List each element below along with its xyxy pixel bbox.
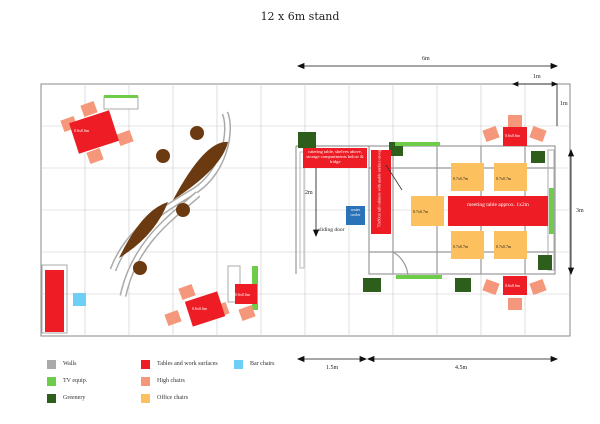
tv-screen: [104, 95, 138, 98]
office-chair: [494, 163, 527, 191]
dim-label: 4.5m: [455, 365, 468, 371]
sliding-door-label: sliding door: [318, 227, 345, 233]
dim-label: 6m: [422, 56, 430, 62]
legend-label: Office chairs: [157, 395, 189, 401]
plant: [531, 151, 545, 163]
legend-swatch: [47, 360, 56, 369]
meeting-table-label: meeting table approx. 1x2m: [467, 202, 529, 208]
round-stool: [133, 261, 147, 275]
high-table-label: 0.6x0.6m: [505, 283, 521, 288]
dim-label: 1.5m: [326, 365, 339, 371]
seat-label: 0.7x0.7m: [496, 244, 512, 249]
office-chair: [451, 231, 484, 259]
high-chair: [164, 309, 182, 327]
office-chair: [411, 196, 444, 226]
high-table: [503, 127, 527, 146]
high-table: [235, 284, 257, 304]
plant: [298, 132, 316, 148]
dim-label: 1m: [533, 74, 541, 80]
page-title: 12 x 6m stand: [260, 10, 340, 23]
high-chair: [178, 283, 196, 301]
dim-label: 3m: [576, 208, 584, 214]
seat-label: 0.7x0.7m: [453, 244, 469, 249]
tv-stand: [103, 96, 139, 110]
high-table-label: 0.6x0.6m: [74, 128, 90, 133]
legend-label: Tables and work surfaces: [157, 361, 218, 367]
round-stool: [156, 149, 170, 163]
high-table: [503, 276, 527, 295]
legend-swatch: [47, 377, 56, 386]
plant: [538, 255, 552, 270]
meeting-table: [448, 196, 548, 226]
tall-cabinet: [371, 150, 391, 234]
high-table: [184, 291, 226, 327]
legend-label: High chairs: [157, 378, 185, 384]
seat-label: 0.7x0.7m: [453, 176, 469, 181]
legend-swatch: [47, 394, 56, 403]
legend-label: TV equip.: [63, 378, 88, 384]
catering-label: catering table, shelves above, storage c…: [306, 149, 364, 164]
dim-label: 1m: [560, 101, 568, 107]
high-chair: [529, 278, 547, 296]
round-stool: [176, 203, 190, 217]
legend-swatch: [234, 360, 243, 369]
legend-label: Greenery: [63, 395, 86, 401]
seat-label: 0.7x0.7m: [496, 176, 512, 181]
water-cooler-label: water cooler: [350, 207, 361, 217]
round-stool: [190, 126, 204, 140]
bar-counter-frame: [41, 264, 68, 334]
high-chair: [508, 298, 522, 310]
high-chair: [238, 304, 256, 322]
legend-label: Bar chairs: [250, 361, 275, 367]
high-chair: [508, 115, 522, 127]
bar-chair: [73, 293, 86, 306]
legend-swatch: [141, 360, 150, 369]
bar-counter: [45, 270, 64, 332]
high-table-label: 0.6x0.6m: [192, 306, 208, 311]
catering-table: [303, 148, 367, 168]
cabinet-label: 70x80cm tall cabinets with usable surfac…: [376, 149, 382, 228]
tv-screen: [549, 188, 554, 234]
high-table-label: 0.6x0.6m: [235, 292, 251, 297]
office-chair: [494, 231, 527, 259]
high-table-label: 0.6x0.6m: [505, 133, 521, 138]
legend-swatch: [141, 377, 150, 386]
water-cooler: [346, 206, 365, 225]
office-chair: [451, 163, 484, 191]
high-chair: [116, 129, 134, 147]
plant: [455, 278, 471, 292]
leaf-table-lower: [119, 202, 168, 258]
sliding-door-panel: [299, 151, 305, 269]
legend-label: Walls: [63, 361, 77, 367]
seat-label: 0.7x0.7m: [413, 209, 429, 214]
high-chair: [86, 147, 104, 165]
dim-label: 2m: [305, 190, 313, 196]
tv-screen: [395, 142, 440, 146]
leaf-table-upper: [173, 141, 228, 200]
legend-swatch: [141, 394, 150, 403]
dimension-lines: [296, 62, 575, 363]
high-chair: [482, 278, 500, 296]
tv-screen: [396, 275, 442, 279]
high-chair: [80, 100, 98, 118]
high-chair: [529, 125, 547, 143]
high-table: [69, 110, 119, 154]
high-chair: [482, 125, 500, 143]
plant: [363, 278, 381, 292]
